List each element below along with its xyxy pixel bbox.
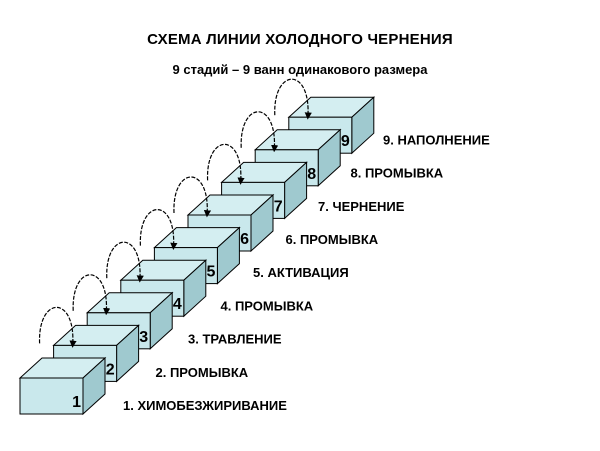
diagram-title: СХЕМА ЛИНИИ ХОЛОДНОГО ЧЕРНЕНИЯ [147, 31, 453, 48]
stage-label-3: 3. ТРАВЛЕНИЕ [188, 332, 282, 347]
diagram-subtitle: 9 стадий – 9 ванн одинакового размера [172, 62, 428, 77]
stage-label-7: 7. ЧЕРНЕНИЕ [318, 199, 405, 214]
tank-number: 4 [173, 296, 182, 313]
transfer-arrow-3-4 [106, 241, 144, 283]
tank-number: 7 [274, 198, 283, 215]
tank-number: 9 [341, 133, 350, 150]
transfer-arrow-6-7 [206, 143, 245, 185]
transfer-arrow-8-9 [274, 78, 312, 120]
transfer-arrow-2-3 [72, 274, 111, 316]
stage-label-8: 8. ПРОМЫВКА [351, 166, 444, 181]
transfer-arrow-1-2 [38, 306, 77, 348]
stage-label-5: 5. АКТИВАЦИЯ [253, 265, 349, 280]
tank-number: 5 [206, 264, 215, 281]
tank-number: 8 [307, 166, 316, 183]
tank-1: 1 [18, 356, 107, 416]
transfer-arrows-group [38, 78, 312, 348]
stage-label-1: 1. ХИМОБЕЗЖИРИВАНИЕ [123, 398, 287, 413]
stage-label-2: 2. ПРОМЫВКА [156, 365, 249, 380]
stage-label-4: 4. ПРОМЫВКА [221, 298, 314, 313]
tank-number: 3 [139, 329, 148, 346]
stage-labels-group: 9. НАПОЛНЕНИЕ 8. ПРОМЫВКА 7. ЧЕРНЕНИЕ 6. ПР… [123, 132, 490, 413]
transfer-arrow-7-8 [240, 111, 279, 153]
tank-number: 1 [72, 394, 81, 411]
transfer-arrow-5-6 [173, 176, 212, 218]
stage-label-6: 6. ПРОМЫВКА [286, 232, 379, 247]
stage-label-9: 9. НАПОЛНЕНИЕ [383, 132, 490, 147]
tank-number: 6 [240, 231, 249, 248]
tank-number: 2 [106, 361, 115, 378]
transfer-arrow-4-5 [139, 209, 178, 251]
tank-front-face [19, 377, 84, 415]
